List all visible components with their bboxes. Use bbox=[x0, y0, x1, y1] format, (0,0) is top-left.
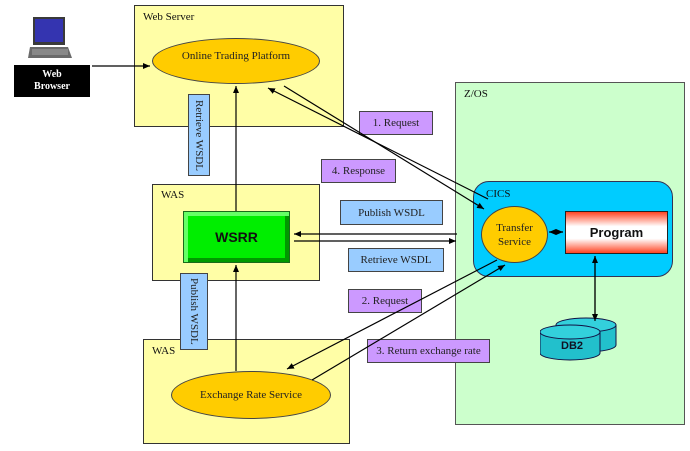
laptop-icon bbox=[28, 17, 72, 58]
web-server-label: Web Server bbox=[143, 11, 195, 23]
wsrr-label: WSRR bbox=[215, 229, 258, 245]
exchange-rate-service: Exchange Rate Service bbox=[171, 371, 331, 419]
web-browser-label-line2: Browser bbox=[34, 81, 70, 92]
retrieve-wsdl-vertical-label: Retrieve WSDL bbox=[193, 99, 205, 171]
wsrr-registry: WSRR bbox=[183, 211, 290, 263]
request-2-label: 2. Request bbox=[361, 295, 409, 307]
arrow-response-4 bbox=[267, 87, 489, 200]
response-4-label: 4. Response bbox=[331, 165, 386, 177]
was-registry-label: WAS bbox=[161, 189, 185, 201]
online-trading-platform: Online Trading Platform bbox=[152, 38, 320, 84]
exchange-rate-service-label: Exchange Rate Service bbox=[199, 389, 302, 401]
web-browser-label: Web Browser bbox=[14, 65, 90, 97]
publish-wsdl-label: Publish WSDL bbox=[358, 206, 425, 219]
arrow-request-2 bbox=[286, 259, 498, 370]
cics-label: CICS bbox=[486, 188, 511, 200]
transfer-service: Transfer Service bbox=[481, 206, 548, 263]
web-browser-label-line1: Web bbox=[42, 69, 62, 80]
arrow-request-1 bbox=[283, 85, 485, 210]
online-trading-platform-label: Online Trading Platform bbox=[181, 50, 291, 62]
return-3-label: 3. Return exchange rate bbox=[376, 345, 481, 357]
retrieve-wsdl-label: Retrieve WSDL bbox=[360, 254, 432, 266]
program-box: Program bbox=[565, 211, 668, 254]
return-3-tag: 3. Return exchange rate bbox=[367, 339, 490, 363]
request-2-tag: 2. Request bbox=[348, 289, 422, 313]
retrieve-wsdl-tag: Retrieve WSDL bbox=[348, 248, 444, 272]
transfer-service-label-line1: Transfer bbox=[496, 221, 533, 234]
zos-label: Z/OS bbox=[464, 88, 488, 100]
transfer-service-label-line2: Service bbox=[498, 235, 531, 248]
program-label: Program bbox=[589, 225, 644, 240]
publish-wsdl-vertical-label: Publish WSDL bbox=[188, 278, 200, 345]
arrow-return-3 bbox=[311, 264, 506, 381]
db2-label: DB2 bbox=[561, 340, 584, 352]
request-1-tag: 1. Request bbox=[359, 111, 433, 135]
retrieve-wsdl-vertical-tag: Retrieve WSDL bbox=[188, 94, 210, 176]
publish-wsdl-vertical-tag: Publish WSDL bbox=[180, 273, 208, 350]
was-exchange-label: WAS bbox=[152, 345, 176, 357]
db2-database-icon bbox=[540, 317, 617, 361]
request-1-label: 1. Request bbox=[372, 117, 420, 129]
response-4-tag: 4. Response bbox=[321, 159, 396, 183]
publish-wsdl-tag: Publish WSDL bbox=[340, 200, 443, 225]
